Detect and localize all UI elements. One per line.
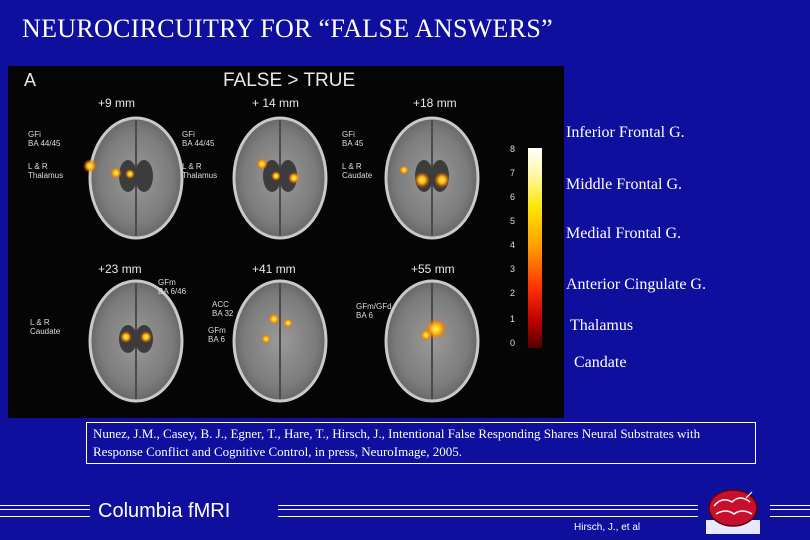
region-label: Middle Frontal G. <box>566 176 682 193</box>
region-label: Inferior Frontal G. <box>566 124 685 141</box>
panel-letter: A <box>24 70 37 90</box>
brain-slices <box>83 116 480 403</box>
slice-label: GFi BA 44/45 <box>28 130 61 148</box>
colorbar-tick: 3 <box>510 264 516 274</box>
slice-6 <box>384 279 480 403</box>
slice-depth: +23 mm <box>98 262 142 276</box>
slice-label: GFi BA 44/45 <box>182 130 215 148</box>
colorbar-tick: 8 <box>510 144 516 154</box>
brain-logo-icon <box>706 489 760 534</box>
slice-label: L & R Thalamus <box>182 162 218 180</box>
slice-label: L & R Caudate <box>342 162 373 180</box>
slice-label: GFm BA 6 <box>208 326 226 344</box>
slice-label: GFm BA 6/46 <box>158 278 187 296</box>
slice-4 <box>88 279 184 403</box>
colorbar-tick: 7 <box>510 168 516 178</box>
footer-brand: Columbia fMRI <box>98 500 231 522</box>
slice-3 <box>384 116 480 240</box>
region-label: Candate <box>574 354 627 371</box>
slide-title: NEUROCIRCUITRY FOR “FALSE ANSWERS” <box>22 14 553 43</box>
colorbar-tick: 1 <box>510 314 516 324</box>
slice-depth: + 14 mm <box>252 96 300 110</box>
colorbar-tick: 4 <box>510 240 516 250</box>
slice-label: GFm/GFd BA 6 <box>356 302 392 320</box>
contrast-label: FALSE > TRUE <box>223 70 356 91</box>
footer-rule-far-right <box>770 505 810 517</box>
slice-5 <box>232 279 328 403</box>
slice-depth: +9 mm <box>98 96 136 110</box>
slice-label: L & R Caudate <box>30 318 61 336</box>
footer-rule-right <box>278 505 698 517</box>
region-label: Medial Frontal G. <box>566 225 682 242</box>
colorbar-tick: 5 <box>510 216 516 226</box>
color-scale-bar <box>528 148 542 348</box>
citation-box: Nunez, J.M., Casey, B. J., Egner, T., Ha… <box>86 422 756 464</box>
region-label: Thalamus <box>570 317 634 334</box>
region-label: Anterior Cingulate G. <box>566 276 706 293</box>
slice-depth: +55 mm <box>411 262 455 276</box>
slice-depth: +18 mm <box>413 96 457 110</box>
slice-label: GFi BA 45 <box>342 130 364 148</box>
colorbar-tick: 6 <box>510 192 516 202</box>
slice-2 <box>232 116 328 240</box>
slice-label: ACC BA 32 <box>212 300 234 318</box>
slice-label: L & R Thalamus <box>28 162 64 180</box>
slice-depth: +41 mm <box>252 262 296 276</box>
footer-rule-left <box>0 505 90 517</box>
colorbar-tick: 0 <box>510 338 516 348</box>
fmri-figure: A FALSE > TRUE <box>8 66 564 418</box>
credit-text: Hirsch, J., et al <box>574 522 641 533</box>
colorbar-tick: 2 <box>510 288 516 298</box>
slice-1 <box>83 116 184 240</box>
